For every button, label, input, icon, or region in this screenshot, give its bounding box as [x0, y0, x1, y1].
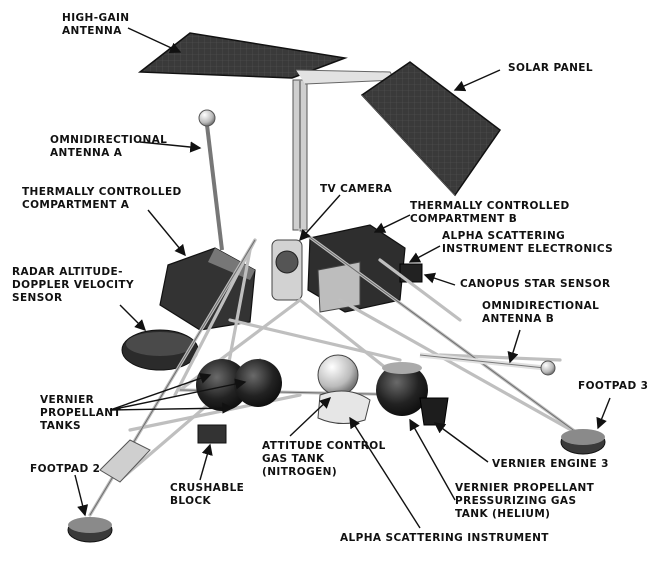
vernier-engine-3	[419, 397, 449, 426]
omni-antenna-a-boom	[205, 124, 224, 251]
label-attitude-control-tank: ATTITUDE CONTROL GAS TANK (NITROGEN)	[262, 440, 386, 478]
label-alpha-scattering-electronics: ALPHA SCATTERING INSTRUMENT ELECTRONICS	[442, 230, 614, 255]
helium-tank	[376, 364, 428, 416]
label-vernier-propellant-tanks: VERNIER PROPELLANT TANKS	[40, 394, 122, 432]
label-footpad-3: FOOTPAD 3	[578, 380, 649, 392]
label-crushable-block: CRUSHABLE BLOCK	[170, 482, 245, 507]
nitrogen-tank	[317, 354, 359, 396]
omni-antenna-b-ball	[540, 360, 556, 376]
label-tv-camera: TV CAMERA	[320, 183, 393, 195]
label-vernier-engine-3: VERNIER ENGINE 3	[492, 458, 609, 470]
label-alpha-scattering-instrument: ALPHA SCATTERING INSTRUMENT	[340, 532, 549, 544]
solar-panel	[360, 61, 502, 197]
vernier-tank-2	[234, 359, 282, 407]
label-high-gain-antenna: HIGH-GAIN ANTENNA	[62, 12, 130, 37]
leader-lines	[74, 27, 611, 529]
omni-antenna-a-ball	[198, 109, 216, 127]
label-footpad-2: FOOTPAD 2	[30, 463, 101, 475]
vernier-tank-1	[196, 359, 248, 411]
tv-camera-mirror	[275, 250, 299, 274]
label-omni-antenna-a: OMNIDIRECTIONAL ANTENNA A	[50, 134, 168, 159]
label-vernier-pressurizing-tank: VERNIER PROPELLANT PRESSURIZING GAS TANK…	[455, 482, 595, 520]
crushable-block	[197, 424, 227, 444]
alpha-scattering-box	[317, 390, 371, 424]
label-thermal-compartment-a: THERMALLY CONTROLLED COMPARTMENT A	[22, 186, 182, 211]
label-solar-panel: SOLAR PANEL	[508, 62, 593, 74]
label-canopus-star-sensor: CANOPUS STAR SENSOR	[460, 278, 611, 290]
label-omni-antenna-b: OMNIDIRECTIONAL ANTENNA B	[482, 300, 600, 325]
label-thermal-compartment-b: THERMALLY CONTROLLED COMPARTMENT B	[410, 200, 570, 225]
label-radar-sensor: RADAR ALTITUDE- DOPPLER VELOCITY SENSOR	[12, 266, 134, 304]
